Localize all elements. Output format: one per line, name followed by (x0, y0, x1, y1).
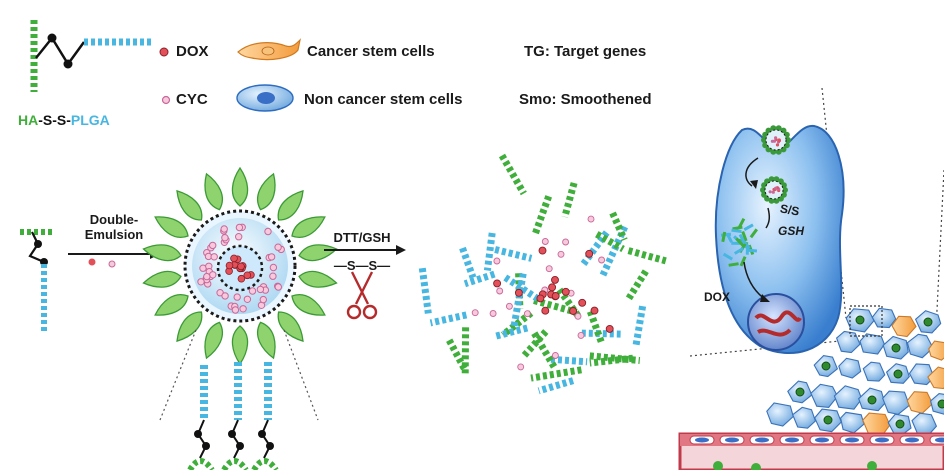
legend-cancer-stem-cell-icon (237, 38, 301, 61)
nanoparticle-binding (761, 125, 791, 155)
uptake-arrows (745, 157, 771, 229)
step-double-emulsion-line1: Double- (89, 212, 139, 227)
legend-polymer-icon (30, 20, 152, 92)
released-drug-cloud (720, 217, 770, 302)
nanoparticle-endosome (760, 176, 788, 204)
legend-cancer-stem-cells-label: Cancer stem cells (307, 43, 435, 60)
disassembled-polymer-cluster (418, 153, 667, 395)
step-double-emulsion-label: Double- Emulsion (70, 212, 158, 242)
encapsulated-cyc (197, 223, 285, 314)
nucleus (747, 293, 805, 351)
legend-polymer-label: HA-S-S-PLGA (18, 112, 110, 128)
released-drugs (471, 215, 614, 371)
step-disulfide-label: —S—S— (333, 258, 391, 273)
zoom-lines (159, 329, 319, 421)
legend-non-cancer-stem-cell-icon (236, 84, 294, 112)
step-double-emulsion-line2: Emulsion (84, 227, 144, 242)
legend-ha-text: HA (18, 112, 39, 128)
legend-smoothened-label: Smo: Smoothened (519, 91, 652, 108)
nanoparticle-ha-shell (142, 166, 338, 366)
reduction-arrow (324, 245, 406, 255)
legend-target-genes-label: TG: Target genes (524, 43, 647, 60)
cell-dox-label: DOX (704, 290, 731, 304)
cell-gsh-label: GSH (778, 224, 805, 238)
step-dtt-gsh-label: DTT/GSH (333, 230, 391, 245)
single-polymer-strand (20, 229, 52, 332)
blood-vessel (678, 432, 944, 470)
legend-ss-text: -S-S- (38, 112, 71, 128)
encapsulated-dox (225, 254, 255, 283)
legend-cyc-icon (161, 95, 171, 105)
polymer-strands-detail (187, 362, 279, 470)
legend-dox-label: DOX (176, 43, 209, 60)
legend-cyc-label: CYC (176, 91, 208, 108)
tumor-tissue (766, 305, 944, 436)
legend-non-cancer-stem-cells-label: Non cancer stem cells (304, 91, 463, 108)
scissors-icon (346, 271, 378, 320)
legend-plga-text: PLGA (70, 112, 110, 128)
legend-dox-icon (159, 47, 169, 57)
